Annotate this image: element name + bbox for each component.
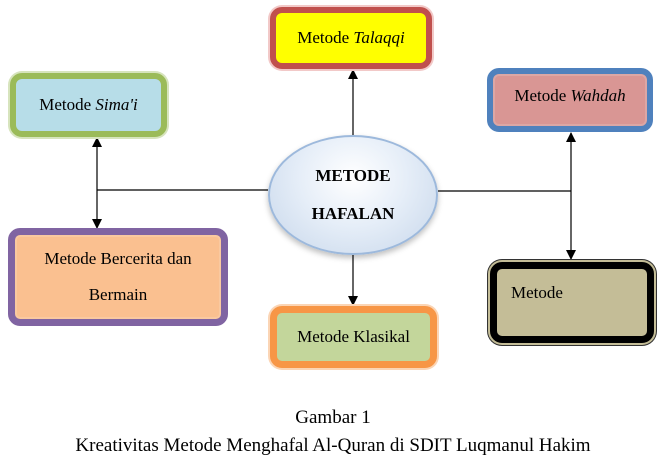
center-node: METODE HAFALAN [268,135,438,255]
node-wahdah: Metode Wahdah [487,68,653,132]
caption-subtitle: Kreativitas Metode Menghafal Al-Quran di… [75,435,591,456]
caption-title: Gambar 1 [295,407,371,428]
node-simai: Metode Sima'i [10,73,167,137]
node-klasikal: Metode Klasikal [270,306,437,368]
node-metode: Metode [490,262,654,343]
node-talaqqi: Metode Talaqqi [270,7,432,69]
node-bercerita: Metode Bercerita dan Bermain [8,228,228,326]
